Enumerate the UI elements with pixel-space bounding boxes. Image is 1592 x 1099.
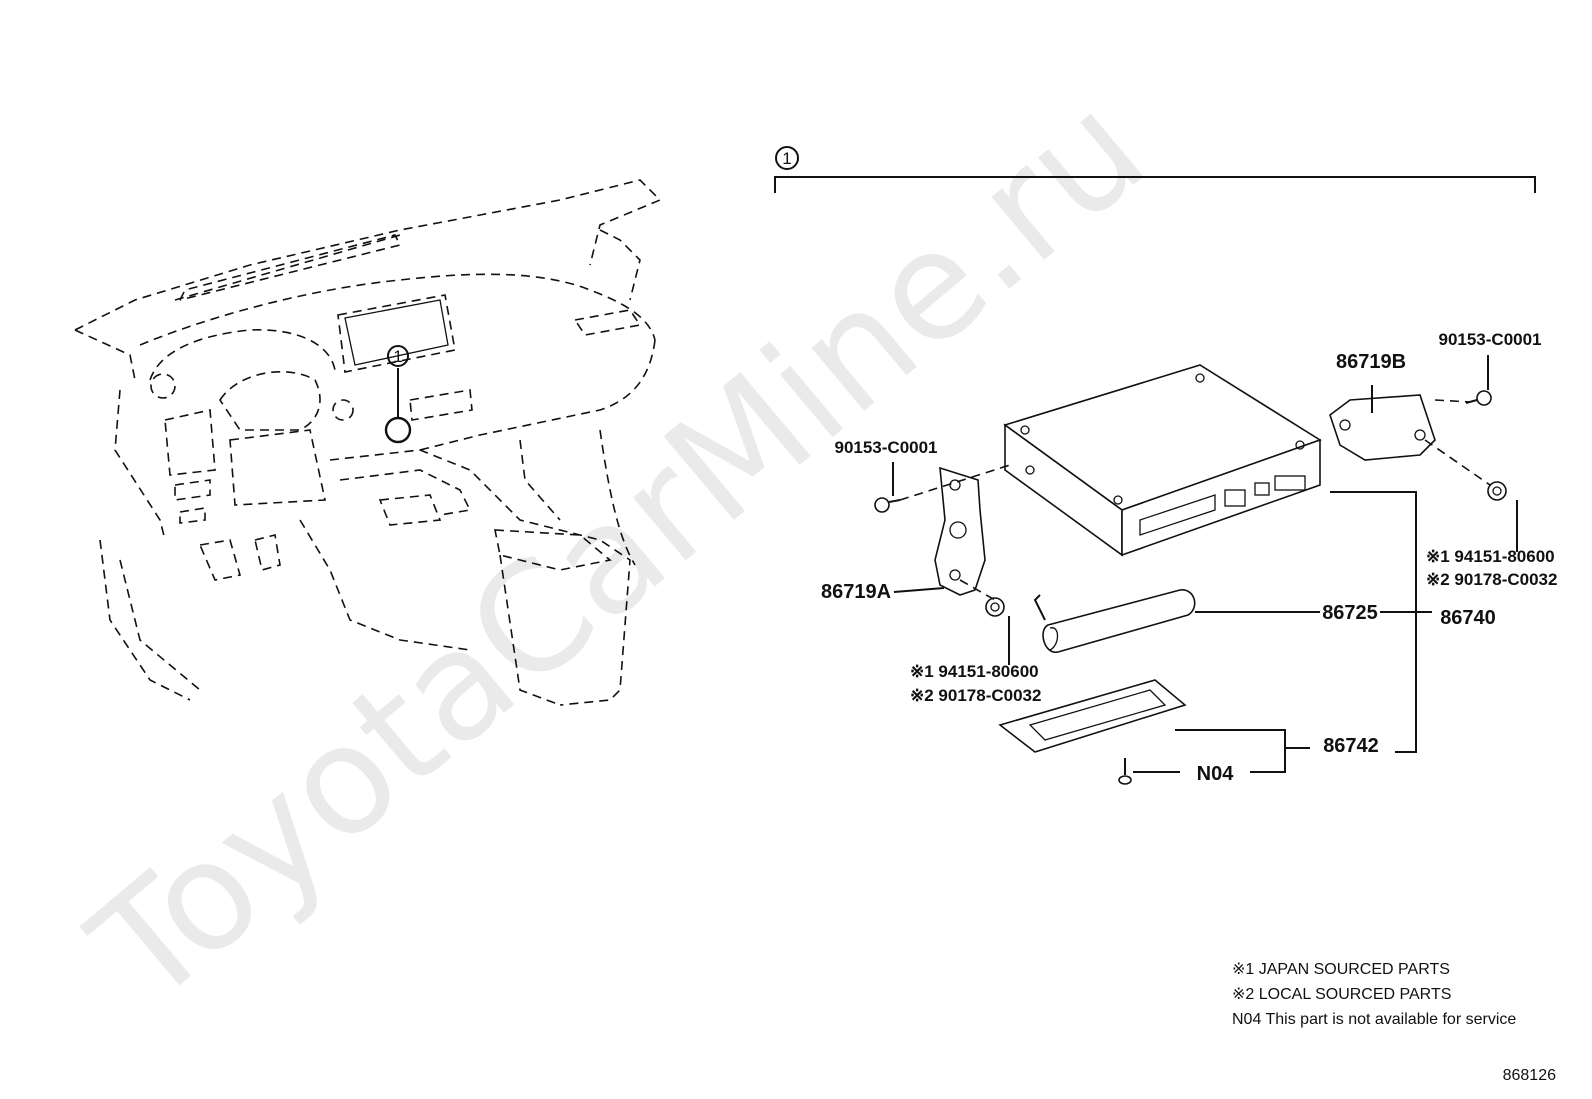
legend: ※1 JAPAN SOURCED PARTS ※2 LOCAL SOURCED … [1232, 961, 1516, 1028]
ecu-location-marker [384, 416, 412, 444]
bolt-left-drawing [874, 497, 901, 513]
legend-japan-sourced: ※1 JAPAN SOURCED PARTS [1232, 961, 1450, 978]
cover-drawing [998, 679, 1187, 753]
nut-right-drawing [1487, 481, 1507, 501]
label-nut-right-2: ※2 90178-C0032 [1426, 570, 1557, 589]
label-86740: 86740 [1440, 607, 1496, 629]
legend-local-sourced: ※2 LOCAL SOURCED PARTS [1232, 986, 1451, 1003]
ecu-unit-drawing [1003, 364, 1322, 557]
watermark: ToyotaCarMine.ru [61, 62, 1177, 1038]
label-nut-right-1: ※1 94151-80600 [1426, 547, 1555, 566]
figure-id: 868126 [1503, 1067, 1556, 1084]
bolt-right-drawing [1465, 390, 1492, 406]
label-86742: 86742 [1323, 735, 1379, 757]
label-86725: 86725 [1322, 602, 1378, 624]
bracket-b-drawing [1329, 394, 1436, 461]
screw-drawing [1118, 758, 1132, 785]
exploded-parts-view: 1 [774, 146, 1557, 785]
label-86719b: 86719B [1336, 351, 1406, 373]
label-nut-left-2: ※2 90178-C0032 [910, 686, 1041, 705]
location-callout-circle [387, 345, 409, 367]
dashboard-location-view: 1 [74, 179, 662, 706]
label-bolt-right: 90153-C0001 [1438, 330, 1541, 349]
antenna-drawing [1033, 589, 1196, 653]
bracket-a-drawing [934, 466, 986, 596]
label-86719a: 86719A [821, 581, 891, 603]
group-callout-number: 1 [782, 149, 791, 168]
location-callout-number: 1 [393, 347, 402, 366]
label-bolt-left: 90153-C0001 [834, 438, 937, 457]
label-nut-left-1: ※1 94151-80600 [910, 662, 1039, 681]
group-callout-circle [775, 146, 799, 170]
label-n04: N04 [1197, 763, 1235, 785]
group-bracket-line [774, 176, 1536, 193]
legend-not-available: N04 This part is not available for servi… [1232, 1011, 1516, 1028]
nut-left-drawing [985, 597, 1005, 617]
